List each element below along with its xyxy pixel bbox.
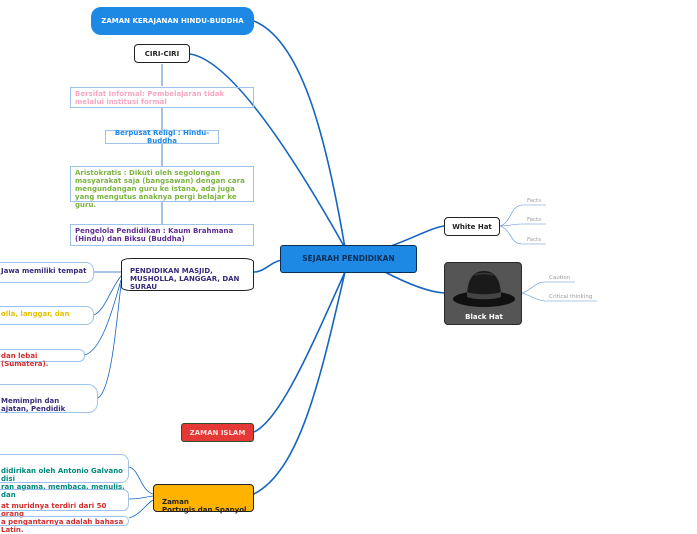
masjid-topic[interactable]: PENDIDIKAN MASJID, MUSHOLLA, LANGGAR, DA… [121,258,254,291]
left-item-3-label: dan lebai (Sumatera). [1,352,49,368]
black-hat-label: Black Hat [465,313,503,321]
black-hat-topic[interactable]: Black Hat [444,262,522,325]
black-hat-item-caution: Caution [549,275,571,281]
ciri-ciri-label: CIRI-CIRI [144,49,180,58]
religi-topic[interactable]: Berpusat Religi : Hindu-Buddha [105,129,219,145]
left-item-2[interactable]: olla, langgar, dan [0,306,94,325]
aristokratis-label: Aristokratis : Dikuti oleh segolongan ma… [75,169,245,209]
left-item-3[interactable]: dan lebai (Sumatera). [0,349,85,368]
left-item-1-label: Jawa memiliki tempat [1,267,87,275]
black-hat-icon [453,271,515,307]
hindu-buddha-label: ZAMAN KERAJANAN HINDU-BUDDHA [101,17,244,25]
portugis-topic[interactable]: Zaman Portugis dan Spanyol [153,484,254,514]
central-topic[interactable]: SEJARAH PENDIDIKAN [280,245,417,273]
zaman-islam-label: ZAMAN ISLAM [189,428,246,437]
masjid-label: PENDIDIKAN MASJID, MUSHOLLA, LANGGAR, DA… [130,267,240,291]
pengelola-label: Pengelola Pendidikan : Kaum Brahmana (Hi… [75,227,234,243]
left-item-4-label: Memimpin dan ajatan, Pendidik [1,397,66,413]
religi-label: Berpusat Religi : Hindu-Buddha [114,129,210,145]
left-item-2-label: olla, langgar, dan [1,310,70,318]
bottom-item-1-label: didirikan oleh Antonio Galvano disi ran … [1,467,125,499]
informal-topic[interactable]: Bersifat Informal: Pembelajaran tidak me… [70,87,254,108]
white-hat-topic[interactable]: White Hat [444,217,500,236]
pengelola-topic[interactable]: Pengelola Pendidikan : Kaum Brahmana (Hi… [70,224,254,246]
white-hat-fact-1: Facts [527,198,542,204]
left-item-1[interactable]: Jawa memiliki tempat [0,262,94,283]
portugis-label: Zaman Portugis dan Spanyol [162,498,247,514]
informal-label: Bersifat Informal: Pembelajaran tidak me… [75,90,225,106]
white-hat-label: White Hat [452,222,492,231]
ciri-ciri-topic[interactable]: CIRI-CIRI [134,44,190,63]
black-hat-item-critical: Critical thinking [549,294,593,300]
hindu-buddha-topic[interactable]: ZAMAN KERAJANAN HINDU-BUDDHA [91,7,254,35]
bottom-item-1[interactable]: didirikan oleh Antonio Galvano disi ran … [0,454,129,499]
aristokratis-topic[interactable]: Aristokratis : Dikuti oleh segolongan ma… [70,166,254,209]
white-hat-fact-2: Facts [527,217,542,223]
left-item-4[interactable]: Memimpin dan ajatan, Pendidik [0,384,98,413]
bottom-item-3[interactable] [0,516,129,526]
central-topic-label: SEJARAH PENDIDIKAN [302,254,395,263]
zaman-islam-topic[interactable]: ZAMAN ISLAM [181,423,254,442]
white-hat-fact-3: Facts [527,237,542,243]
bottom-item-2[interactable]: at muridnya terdiri dari 50 orang a peng… [0,489,129,534]
bottom-item-2-label: at muridnya terdiri dari 50 orang a peng… [1,502,124,534]
